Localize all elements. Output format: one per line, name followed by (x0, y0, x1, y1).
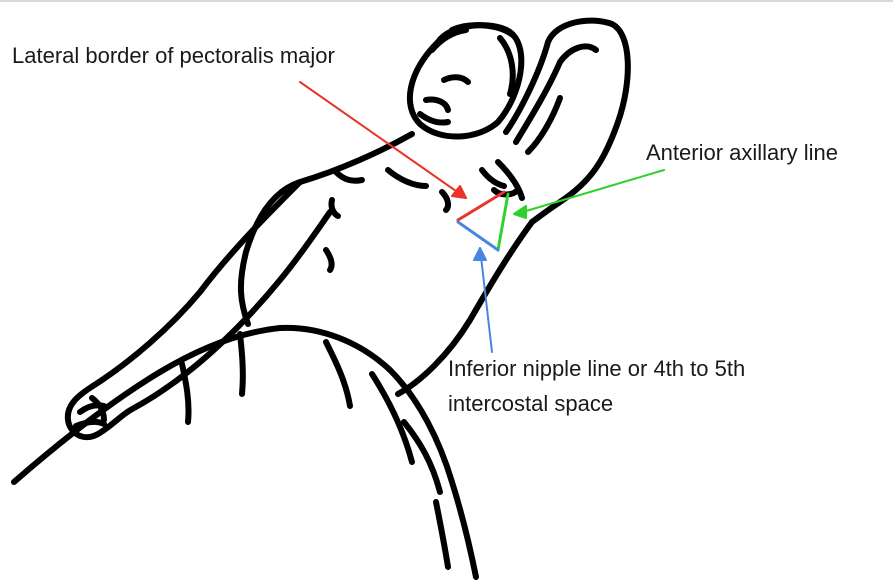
head-sketch (410, 25, 521, 136)
drape-sketch (14, 328, 476, 577)
label-nipple-line-1: Inferior nipple line or 4th to 5th (448, 355, 745, 383)
nipple-arrowhead (474, 248, 486, 260)
lower-arm-sketch (68, 182, 330, 437)
pectoralis-arrowhead (452, 186, 466, 198)
nipple-line (458, 222, 498, 250)
raised-arm-sketch (506, 21, 628, 222)
label-nipple-line-2: intercostal space (448, 390, 613, 418)
label-pectoralis: Lateral border of pectoralis major (12, 42, 335, 70)
axillary-line (498, 194, 508, 250)
label-axillary-line: Anterior axillary line (646, 139, 838, 167)
axillary-arrowhead (514, 206, 526, 218)
